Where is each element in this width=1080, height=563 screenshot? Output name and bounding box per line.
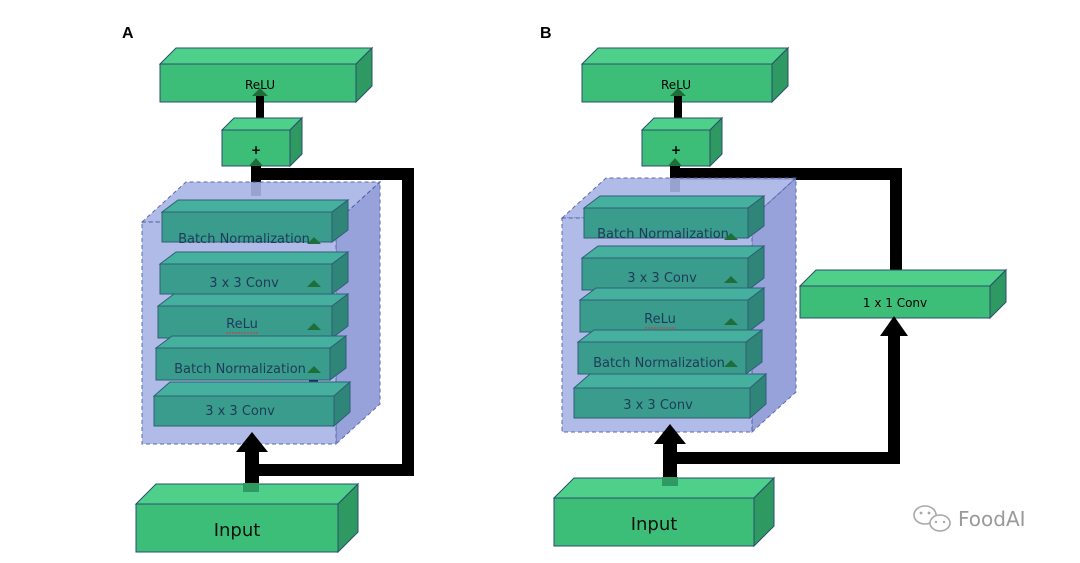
panel-b-layer-3: ReLu — [578, 287, 766, 343]
wechat-icon — [913, 505, 951, 532]
panel-b-layer-4: Batch Normalization — [576, 329, 764, 383]
panel-a-layer-3: ReLu — [156, 293, 350, 348]
panel-a-layer-1-label: Batch Normalization — [178, 232, 310, 247]
panel-b-input-label: Input — [631, 514, 678, 535]
panel-b-input-box: Input — [552, 476, 776, 548]
panel-a-layer-4-label: Batch Normalization — [174, 362, 306, 377]
panel-b-shortcut-connection — [670, 168, 902, 464]
panel-a-layer-4: Batch Normalization — [154, 335, 348, 389]
panel-b: B ReLU + — [540, 25, 1008, 548]
panel-a-layer-2-label: 3 x 3 Conv — [209, 276, 279, 291]
panel-b-input-arrow — [654, 424, 686, 482]
panel-a-input-label: Input — [214, 520, 261, 541]
panel-a-output-label: ReLU — [245, 78, 275, 92]
panel-b-output-label: ReLU — [661, 78, 691, 92]
panel-a-layer-3-label: ReLu — [226, 317, 258, 332]
panel-a-layer-2: 3 x 3 Conv — [158, 251, 350, 305]
panel-a-output-relu-box: ReLU — [158, 46, 374, 104]
panel-b-shortcut-conv-box: 1 x 1 Conv — [798, 268, 1008, 320]
panel-b-add-box: + — [640, 116, 724, 168]
panel-a-letter: A — [122, 25, 134, 42]
panel-b-shortcut-label: 1 x 1 Conv — [863, 296, 927, 310]
watermark: FoodAI — [913, 505, 1026, 532]
panel-a-input-box: Input — [134, 482, 360, 554]
panel-a-input-arrow — [236, 432, 268, 490]
panel-b-shortcut-arrow — [880, 316, 908, 336]
panel-b-output-relu-box: ReLU — [580, 46, 790, 104]
panel-a-add-label: + — [251, 143, 261, 157]
panel-a-skip-connection — [252, 168, 414, 476]
panel-a-arrow-to-relu — [252, 88, 268, 122]
panel-a-layer-5-label: 3 x 3 Conv — [205, 404, 275, 419]
panel-a-layer-1: Batch Normalization — [160, 199, 350, 261]
panel-b-layer-3-label: ReLu — [644, 312, 676, 327]
panel-b-layer-2: 3 x 3 Conv — [580, 245, 766, 301]
panel-b-layer-2-label: 3 x 3 Conv — [627, 271, 697, 286]
panel-b-arrow-to-relu — [670, 88, 686, 122]
panel-a: A ReLU + — [122, 25, 414, 554]
watermark-text: FoodAI — [958, 507, 1026, 531]
panel-b-layer-1: Batch Normalization — [582, 195, 766, 257]
panel-b-add-label: + — [671, 143, 681, 157]
panel-b-layer-5-label: 3 x 3 Conv — [623, 398, 693, 413]
panel-a-arrow-to-add — [249, 158, 263, 196]
panel-b-layer-1-label: Batch Normalization — [597, 227, 729, 242]
panel-b-layer-5: 3 x 3 Conv — [572, 372, 768, 420]
panel-b-letter: B — [540, 25, 552, 42]
panel-a-layer-5: 3 x 3 Conv — [152, 380, 352, 428]
panel-b-layer-4-label: Batch Normalization — [593, 356, 725, 371]
panel-a-add-box: + — [220, 116, 304, 168]
